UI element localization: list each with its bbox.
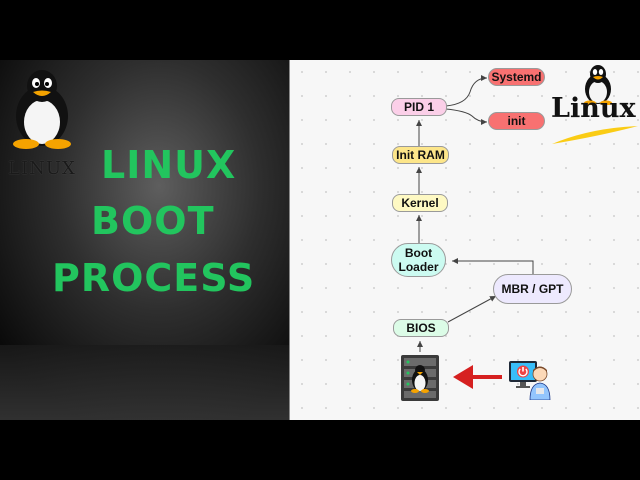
linux-swoosh bbox=[552, 126, 638, 144]
user-icon bbox=[529, 366, 551, 400]
title-line-3: PROCESS bbox=[52, 256, 256, 300]
smoke-background bbox=[0, 60, 289, 420]
title-line-2: BOOT bbox=[91, 199, 215, 243]
tux-penguin-icon bbox=[13, 70, 71, 149]
linux-wordmark-right: Linux bbox=[551, 93, 636, 124]
title-line-1: LINUX bbox=[101, 143, 237, 187]
node-pid1: PID 1 bbox=[391, 98, 447, 116]
node-kernel: Kernel bbox=[392, 194, 448, 212]
node-init-ram: Init RAM bbox=[392, 146, 449, 164]
node-mbr-gpt: MBR / GPT bbox=[493, 274, 572, 304]
left-panel bbox=[0, 60, 289, 420]
node-bios: BIOS bbox=[393, 319, 449, 337]
node-init: init bbox=[488, 112, 545, 130]
server-rack-icon bbox=[401, 355, 439, 401]
tux-penguin-icon bbox=[584, 65, 612, 105]
linux-wordmark-left: LINUX bbox=[8, 158, 76, 179]
node-boot-loader: Boot Loader bbox=[391, 243, 446, 277]
node-systemd: Systemd bbox=[488, 68, 545, 86]
power-button-icon bbox=[509, 361, 537, 388]
